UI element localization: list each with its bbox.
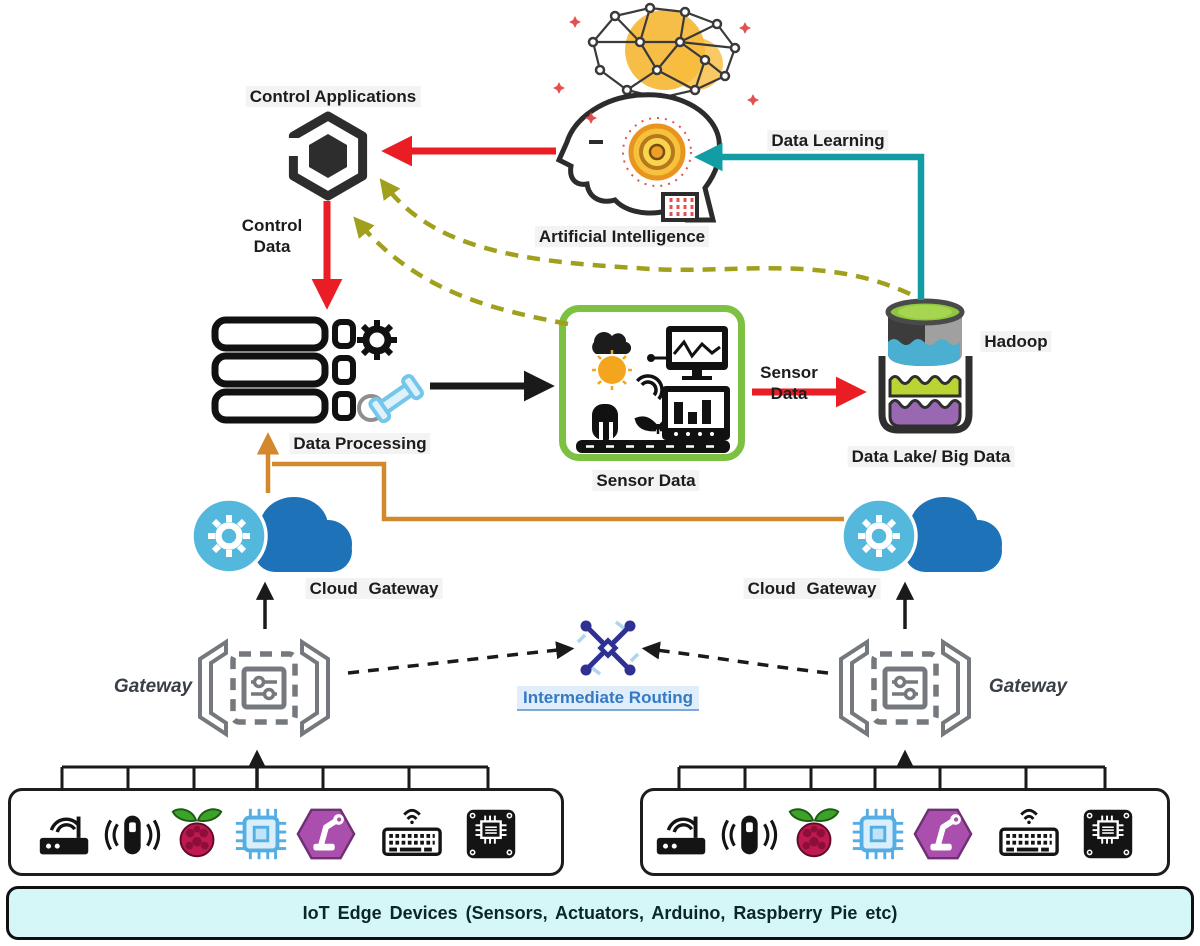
circuit-board-icon [1077,803,1139,865]
hadoop-label: Hadoop [980,331,1052,352]
gateway-to-routing-dashed-left [347,641,575,675]
control-data-label: Control Data [241,216,303,256]
intermediate-routing-label: Intermediate Routing [516,686,700,711]
sensor-flow-label: Sensor Data [760,363,818,403]
microchip-icon [847,803,909,865]
ai-head-brain-icon [553,2,759,223]
wireless-sensor-icon [100,803,162,865]
iot-edge-devices-banner: IoT Edge Devices (Sensors, Actuators, Ar… [6,886,1194,940]
sensor-data-box [559,305,745,461]
cloud-gateway-left-label: Cloud Gateway [305,578,443,599]
gateway-right-label: Gateway [988,676,1068,697]
sparkles [553,16,759,124]
wifi-router-icon [651,803,713,865]
edge-device-group-left [8,788,564,876]
robot-arm-icon [912,803,974,865]
gateway-to-routing-dashed-right [641,641,829,675]
wireless-keyboard-icon [381,803,443,865]
raspberry-pi-icon [783,803,845,865]
tool-icon [357,373,424,424]
hexagon-nut-icon [288,111,368,201]
wifi-router-icon [34,803,96,865]
control-applications-label: Control Applications [245,86,421,107]
wireless-keyboard-icon [998,803,1060,865]
data-lake-cylinder-icon [878,298,973,434]
data-processing-label: Data Processing [289,433,431,454]
monitor-bar-chart [662,386,730,440]
iot-edge-devices-banner-text: IoT Edge Devices (Sensors, Actuators, Ar… [302,902,898,923]
gear-icon [208,515,250,557]
cloud-gateway-right-label: Cloud Gateway [743,578,881,599]
router-node-icon [576,620,640,676]
wireless-sensor-icon [717,803,779,865]
cloud-gear-icon [190,497,352,575]
gear-icon [858,515,900,557]
gear-icon [357,320,397,360]
cloud-gear-icon [840,497,1002,575]
orange-gateway-to-processing-line [272,461,844,522]
data-learning-label: Data Learning [767,130,889,151]
robot-arm-icon [295,803,357,865]
sensor-environment-icon [576,326,730,453]
monitor-line-chart [647,326,728,380]
server-stack-gear-icon [211,316,424,424]
brain-nodes [587,2,741,104]
edge-device-group-right [640,788,1170,876]
gateway-brackets-icon [198,638,330,738]
gateway-left-label: Gateway [113,676,193,697]
gateway-brackets-icon [839,638,971,738]
circuit-board-icon [460,803,522,865]
raspberry-pi-icon [166,803,228,865]
data-lake-label: Data Lake/ Big Data [847,446,1015,467]
artificial-intelligence-label: Artificial Intelligence [534,226,710,247]
microchip-icon [230,803,292,865]
sensor-data-box-label: Sensor Data [592,470,700,491]
